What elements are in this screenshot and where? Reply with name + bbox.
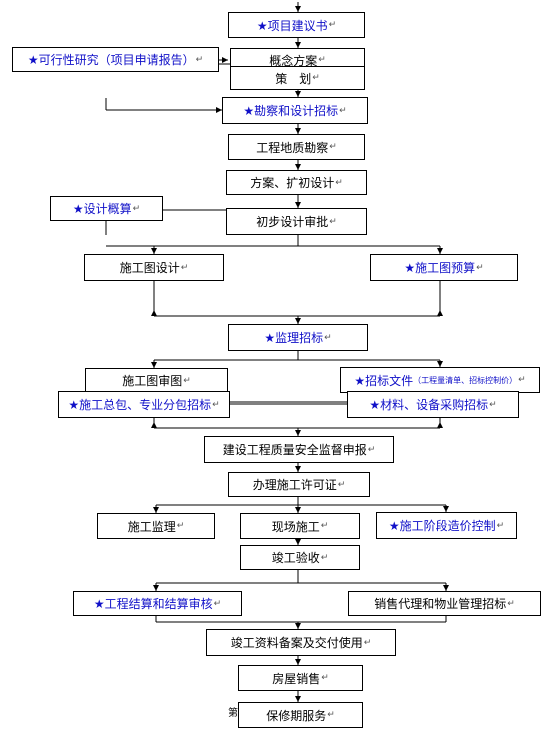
arrow-head-5 [222, 57, 228, 63]
arrow-head-45 [437, 422, 443, 428]
node-survey-tender: ★勘察和设计招标↵ [222, 97, 368, 124]
arrow-head-71 [295, 623, 301, 629]
arrow-head-39 [437, 361, 443, 367]
arrow-head-11 [216, 107, 222, 113]
arrow-head-28 [151, 310, 157, 316]
arrow-head-13 [295, 128, 301, 134]
arrow-head-60 [295, 539, 301, 545]
arrow-head-75 [295, 696, 301, 702]
node-proposal: ★项目建议书↵ [228, 12, 365, 38]
node-drawing-review: 施工图审图↵ [85, 368, 228, 393]
node-warranty: 保修期服务↵ [238, 702, 363, 728]
arrow-head-25 [437, 248, 443, 254]
arrow-head-3 [295, 42, 301, 48]
node-permit: 办理施工许可证↵ [228, 472, 370, 497]
node-site-construction: 现场施工↵ [240, 513, 360, 539]
arrow-head-56 [295, 507, 301, 513]
node-quality-safety: 建设工程质量安全监督申报↵ [204, 436, 394, 463]
node-settlement-audit: ★工程结算和结算审核↵ [73, 591, 242, 616]
node-construction-drawing: 施工图设计↵ [84, 254, 224, 281]
arrow-head-50 [295, 466, 301, 472]
node-prelim-approval: 初步设计审批↵ [226, 208, 367, 235]
arrow-head-17 [295, 202, 301, 208]
arrow-head-30 [437, 310, 443, 316]
arrow-head-73 [295, 659, 301, 665]
node-scheme-design: 方案、扩初设计↵ [226, 170, 367, 195]
page-mark: 第 [228, 708, 238, 719]
arrow-head-15 [295, 164, 301, 170]
node-design-estimate: ★设计概算↵ [50, 196, 163, 221]
node-general-contract: ★施工总包、专业分包招标↵ [58, 391, 230, 418]
arrow-head-48 [295, 430, 301, 436]
node-completion-acceptance: 竣工验收↵ [240, 545, 360, 570]
arrow-head-66 [443, 585, 449, 591]
arrow-head-37 [151, 362, 157, 368]
node-drawing-budget: ★施工图预算↵ [370, 254, 518, 281]
arrow-head-23 [151, 248, 157, 254]
node-tender-docs: ★招标文件（工程量清单、招标控制价）↵ [340, 367, 540, 393]
node-geo-survey: 工程地质勘察↵ [228, 134, 365, 160]
node-site-supervision: 施工监理↵ [97, 513, 215, 539]
node-housing-sales: 房屋销售↵ [238, 665, 363, 691]
arrow-head-1 [295, 6, 301, 12]
node-planning: 策 划↵ [230, 66, 365, 90]
node-material-procurement: ★材料、设备采购招标↵ [347, 391, 519, 418]
node-sales-agency: 销售代理和物业管理招标↵ [348, 591, 541, 616]
node-archive-delivery: 竣工资料备案及交付使用↵ [206, 629, 396, 656]
arrow-head-58 [443, 506, 449, 512]
node-feasibility: ★可行性研究（项目申请报告）↵ [12, 47, 219, 72]
arrow-head-64 [153, 585, 159, 591]
arrow-head-44 [151, 422, 157, 428]
arrow-head-8 [295, 91, 301, 97]
node-supervision-tender: ★监理招标↵ [228, 324, 368, 351]
node-cost-control: ★施工阶段造价控制↵ [376, 512, 517, 539]
arrow-head-33 [295, 318, 301, 324]
arrow-head-54 [153, 507, 159, 513]
